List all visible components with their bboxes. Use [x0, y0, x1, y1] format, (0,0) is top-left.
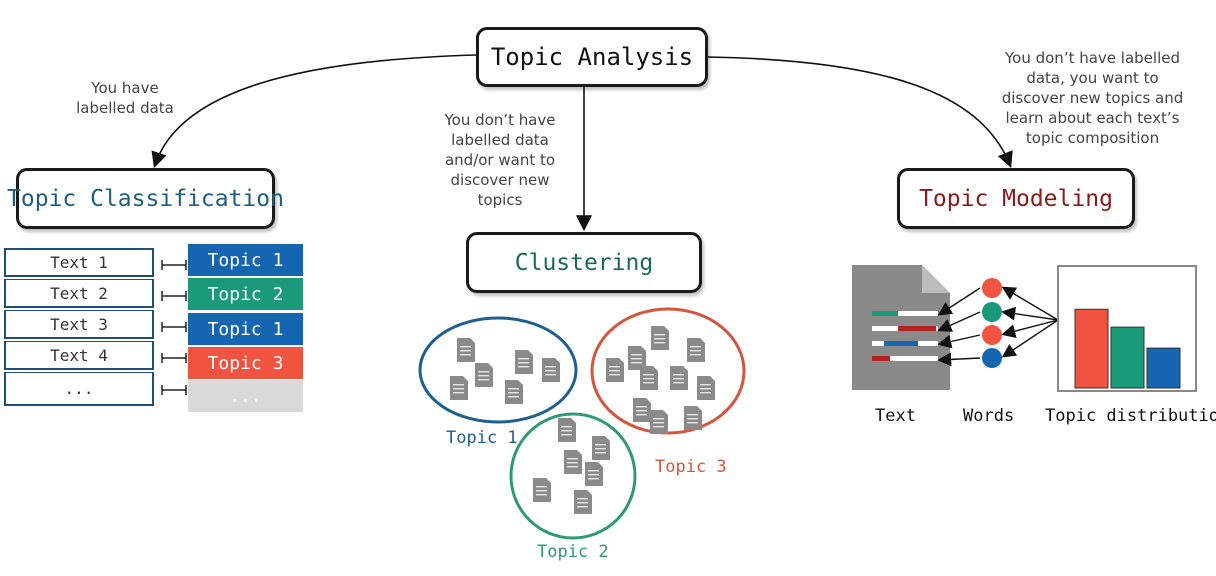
text-cell-label: Text 1 — [50, 253, 108, 272]
text-cell: Text 4 — [4, 341, 154, 370]
cluster-1-ellipse — [418, 316, 578, 424]
topic-tag: Topic 1 — [188, 244, 303, 276]
text-cell-label: Text 2 — [50, 283, 108, 303]
topic-classification-title: Topic Classification — [7, 185, 284, 212]
document-icons — [450, 326, 715, 514]
topic-tag-label: Topic 1 — [207, 249, 284, 271]
distribution-bar — [1074, 308, 1109, 389]
topic-analysis-label: Topic Analysis — [490, 43, 694, 71]
arrow-to-modeling — [707, 56, 1013, 168]
topic-modeling-box: Topic Modeling — [897, 168, 1135, 229]
distribution-bars — [1074, 308, 1181, 389]
text-cell-label: Text 4 — [50, 345, 108, 365]
arrow-to-classification — [151, 54, 477, 169]
cluster-1-label: Topic 1 — [446, 428, 518, 448]
text-cell: Text 2 — [4, 279, 154, 308]
topic-tag-label: ... — [229, 385, 262, 407]
text-cell-label: ... — [64, 379, 94, 398]
distribution-bar — [1146, 347, 1181, 389]
topic-tag: Topic 3 — [188, 347, 303, 379]
topic-tag-label: Topic 1 — [207, 318, 284, 340]
note-center: You don’t have labelled data and/or want… — [444, 111, 556, 209]
topic-tag-label: Topic 2 — [207, 283, 284, 305]
topic-modeling-title: Topic Modeling — [919, 185, 1113, 212]
topic-tag: Topic 2 — [188, 278, 303, 310]
note-right: You don’t have labelled data, you want t… — [1001, 49, 1184, 147]
word-circle — [982, 348, 1002, 368]
topic-tag: Topic 1 — [188, 313, 303, 345]
text-cell: ... — [4, 372, 154, 406]
text-label: Text — [875, 406, 916, 426]
text-cell-label: Text 3 — [50, 314, 108, 334]
word-circle — [982, 278, 1002, 298]
note-left: You have labelled data — [76, 79, 174, 117]
topic-classification-box: Topic Classification — [7, 168, 284, 229]
clustering-title: Clustering — [514, 249, 654, 276]
clustering-box: Clustering — [466, 232, 702, 293]
topic-analysis-box: Topic Analysis — [476, 27, 708, 87]
cluster-2-ellipse — [509, 412, 637, 540]
cluster-2-label: Topic 2 — [537, 542, 609, 562]
text-cell: Text 3 — [4, 310, 154, 339]
text-cell: Text 1 — [4, 248, 154, 277]
word-circle — [982, 325, 1002, 345]
topic-tag-label: Topic 3 — [207, 352, 284, 374]
distribution-label: Topic distribution — [1045, 406, 1216, 426]
word-circle — [982, 302, 1002, 322]
topic-tag: ... — [188, 380, 303, 412]
words-label: Words — [963, 406, 1015, 426]
cluster-3-label: Topic 3 — [655, 457, 727, 477]
distribution-bar — [1110, 326, 1145, 389]
